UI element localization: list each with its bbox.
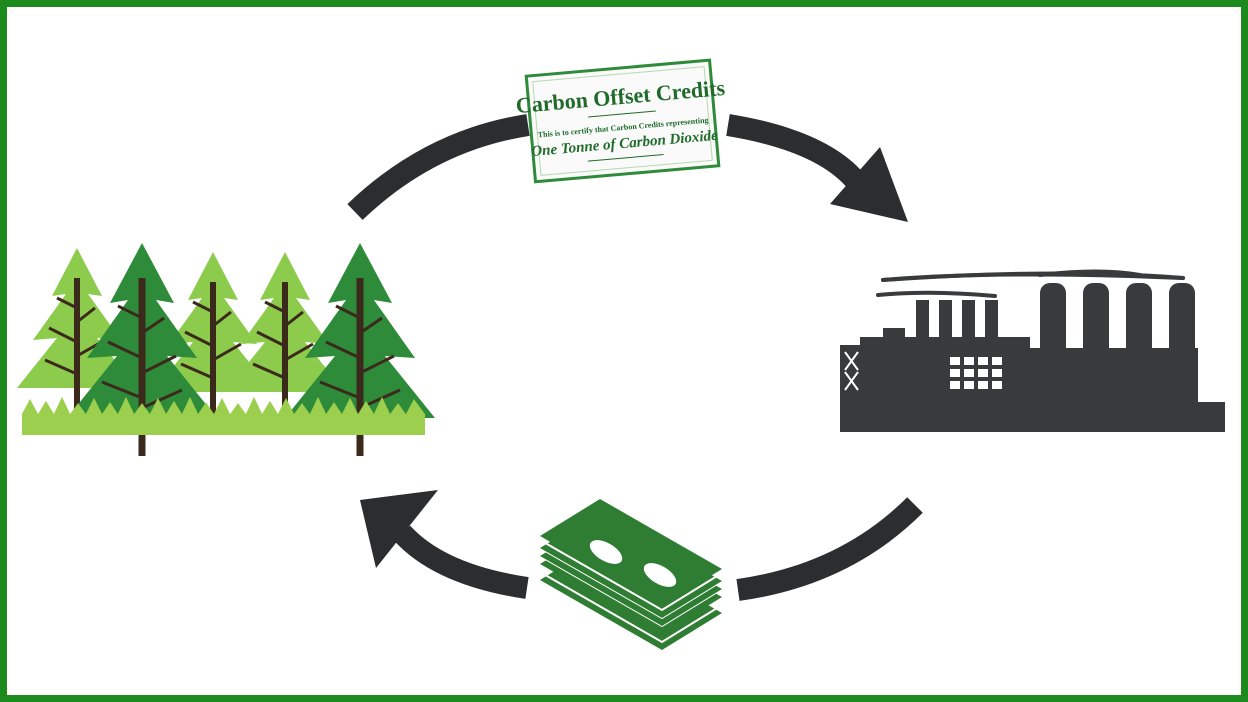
arrow-head-right-icon xyxy=(830,147,908,222)
smoke-icon xyxy=(876,269,1185,298)
pine-forest-icon xyxy=(15,241,437,458)
diagram-canvas: Carbon Offset Credits This is to certify… xyxy=(15,58,1225,650)
arrow-head-left-icon xyxy=(360,490,438,568)
bottom-left-arrow xyxy=(360,490,529,599)
factory-icon xyxy=(840,269,1225,432)
top-right-arrow xyxy=(726,114,908,222)
bottom-right-arc xyxy=(736,497,923,601)
top-left-arc xyxy=(347,114,530,220)
certificate-icon: Carbon Offset Credits This is to certify… xyxy=(515,58,726,184)
grass xyxy=(21,396,426,435)
money-stack-icon xyxy=(538,499,724,650)
